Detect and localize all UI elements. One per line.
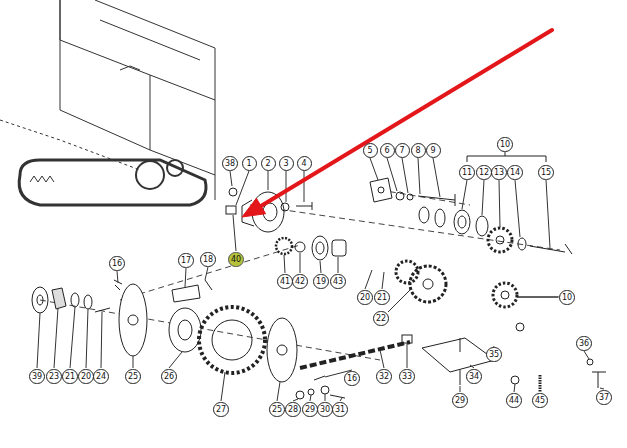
callout-number: 15 [538,165,554,180]
callout-number: 1 [242,156,257,171]
callout-number: 25 [125,369,141,384]
callout-number: 41 [277,274,293,289]
callout-number: 4 [297,156,312,171]
callout-number: 27 [213,402,229,417]
callout-number: 22 [373,311,389,326]
callout-number: 29 [302,402,318,417]
callout-number: 10 [559,290,575,305]
callout-number: 13 [491,165,507,180]
callout-number: 12 [476,165,492,180]
callout-number: 28 [285,402,301,417]
callout-number: 20 [357,290,373,305]
callout-number: 42 [292,274,308,289]
callout-number: 39 [29,369,45,384]
callout-number: 23 [46,369,62,384]
callout-number: 30 [317,402,333,417]
callout-number: 35 [486,347,502,362]
callout-number: 36 [576,336,592,351]
callout-number: 44 [506,393,522,408]
callout-number: 32 [376,369,392,384]
callout-number: 16 [109,256,125,271]
callout-number: 14 [507,165,523,180]
callout-number: 33 [399,369,415,384]
callout-number: 38 [222,156,238,171]
callout-number: 37 [596,390,612,405]
callout-number: 31 [332,402,348,417]
callout-number: 8 [411,143,426,158]
callout-number: 21 [62,369,78,384]
callout-number: 40 [228,252,244,267]
callout-number: 20 [78,369,94,384]
callout-number: 34 [466,369,482,384]
callout-number: 6 [380,143,395,158]
machine-thumbnail [0,0,215,205]
callout-number: 43 [330,274,346,289]
callout-number: 21 [374,290,390,305]
callout-number: 18 [200,252,216,267]
callout-number: 29 [452,393,468,408]
callout-number: 26 [161,369,177,384]
callout-number: 2 [261,156,276,171]
callout-number: 7 [395,143,410,158]
callout-number: 19 [313,274,329,289]
callout-number: 3 [279,156,294,171]
callout-number: 11 [459,165,475,180]
callout-number: 10 [497,137,513,152]
callout-number: 17 [178,253,194,268]
callout-number: 45 [532,393,548,408]
callout-number: 25 [269,402,285,417]
callout-number: 9 [426,143,441,158]
callout-number: 16 [344,371,360,386]
callout-number: 24 [93,369,109,384]
callout-number: 5 [363,143,378,158]
